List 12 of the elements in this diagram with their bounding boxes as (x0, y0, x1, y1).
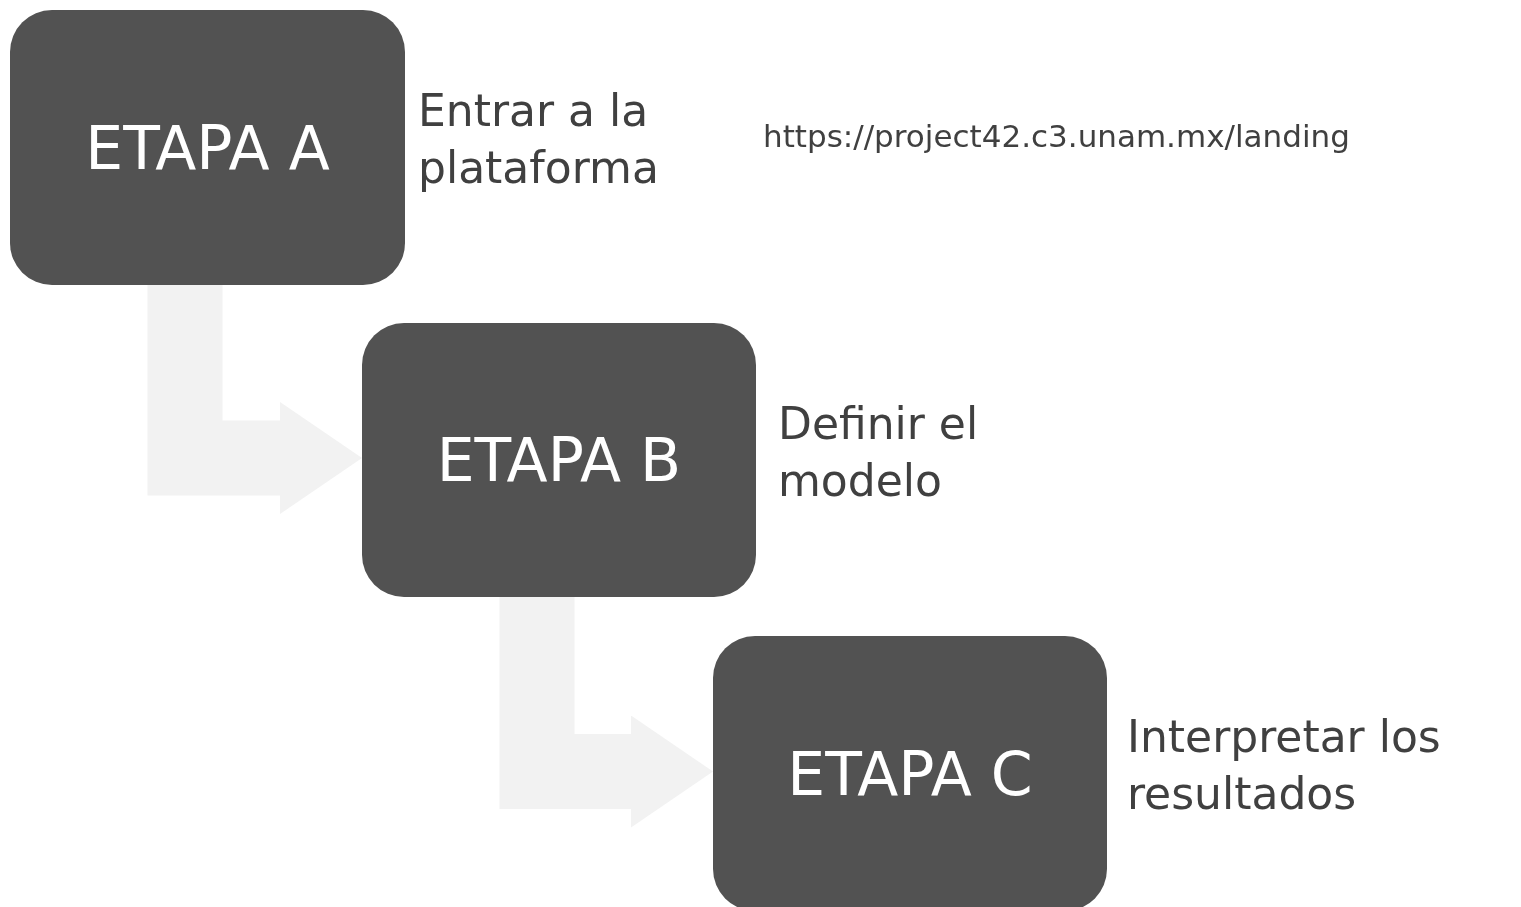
stage-title: ETAPA A (84, 111, 331, 184)
bent-arrow (147, 285, 362, 514)
stage-title: ETAPA B (435, 424, 683, 496)
stage-box (713, 636, 1107, 907)
bent-arrow (499, 597, 713, 828)
stage-box (10, 10, 405, 285)
stage-description: Definir el modelo (778, 397, 980, 509)
stage-box (362, 323, 756, 597)
stage-title: ETAPA C (786, 737, 1034, 810)
stage-description: Entrar a la plataforma (418, 84, 660, 196)
url-text: https://project42.c3.unam.mx/landing (763, 118, 1350, 154)
stage-description: Interpretar los resultados (1127, 710, 1442, 822)
